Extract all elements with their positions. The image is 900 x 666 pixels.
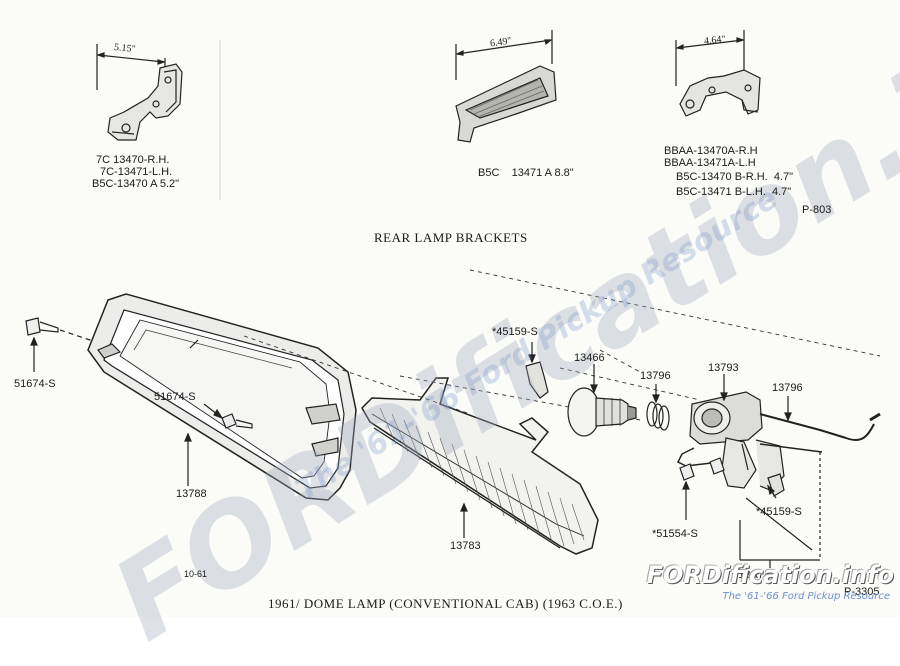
- site-logo: FORDification.info The '61-'66 Ford Pick…: [647, 561, 894, 611]
- label-socket: 13793: [708, 362, 739, 374]
- socket-drawing: [689, 374, 785, 491]
- clip-top-drawing: [525, 342, 549, 399]
- housing-drawing: [87, 293, 357, 501]
- logo-name: FORDification.info: [646, 561, 894, 589]
- diagram-sheet: FORDification.info The '61-'66 Ford Pick…: [14, 0, 900, 666]
- label-bulb: 13466: [574, 352, 605, 364]
- bracket-left-line-2: 7C-13471-L.H.: [100, 166, 173, 178]
- spring-drawing: [646, 384, 670, 431]
- diagram-artwork: [25, 30, 881, 568]
- bracket-right-drawing: [675, 30, 761, 117]
- bracket-right-line-4: B5C-13471 B-L.H. 4.7": [676, 186, 792, 198]
- logo-tagline: The '61-'66 Ford Pickup Resource: [722, 591, 890, 602]
- label-screw-inner: 51674-S: [154, 391, 196, 403]
- date-code: 10-61: [184, 569, 208, 579]
- label-clip-top: *45159-S: [492, 326, 538, 338]
- label-assembly: *13A743: [734, 569, 777, 581]
- screw-bottom-drawing: [679, 457, 725, 520]
- clip-bottom-drawing: [766, 473, 785, 499]
- bracket-right-dimension: 4.64": [703, 33, 727, 48]
- bracket-right-line-3: B5C-13470 B-R.H. 4.7": [676, 171, 794, 183]
- bracket-left-line-3: B5C-13470 A 5.2": [92, 178, 180, 190]
- bulb-drawing: [567, 364, 637, 437]
- bracket-middle-line-1: B5C 13471 A 8.8": [478, 167, 574, 179]
- bracket-left-dimension: 5.15": [113, 41, 137, 56]
- bracket-ref: P-803: [802, 204, 832, 216]
- screw-left-drawing: [25, 317, 97, 372]
- dome-caption: 1961/ DOME LAMP (CONVENTIONAL CAB) (1963…: [268, 596, 623, 611]
- brackets-caption: REAR LAMP BRACKETS: [374, 230, 528, 245]
- label-lens: 13783: [450, 540, 481, 552]
- bracket-right-line-2: BBAA-13471A-L.H: [664, 157, 756, 169]
- bracket-left-line-1: 7C 13470-R.H.: [96, 154, 170, 166]
- label-wire: 13796: [772, 382, 803, 394]
- bracket-left-drawing: [96, 44, 183, 141]
- dome-ref: P-3305: [844, 586, 880, 598]
- label-screw-left: 51674-S: [14, 378, 56, 390]
- assembly-leader: [739, 497, 820, 568]
- bracket-right-line-1: BBAA-13470A-R.H: [664, 145, 758, 157]
- bracket-middle-drawing: [455, 30, 557, 143]
- wire-drawing: [676, 396, 881, 560]
- label-clip-bottom: *45159-S: [756, 506, 802, 518]
- label-housing: 13788: [176, 488, 207, 500]
- label-screw-bottom: *51554-S: [652, 528, 698, 540]
- screw-inner-drawing: [203, 403, 253, 429]
- label-spring: 13796: [640, 370, 671, 382]
